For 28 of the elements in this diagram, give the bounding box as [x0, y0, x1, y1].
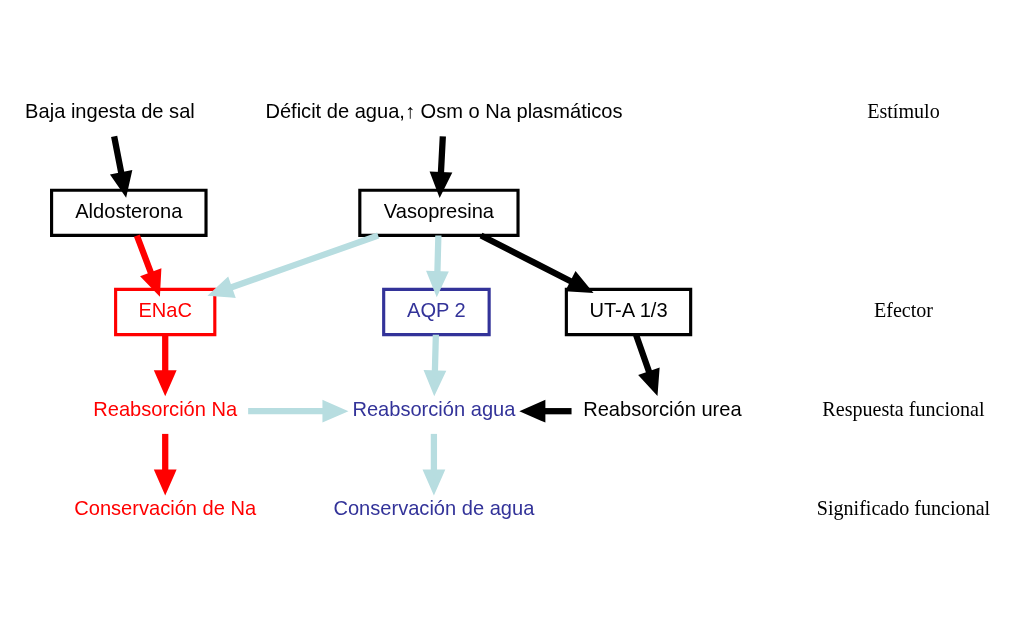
node-text: Reabsorción agua	[352, 397, 516, 420]
arrow	[133, 234, 162, 297]
arrow	[153, 433, 177, 496]
node-text: Conservación de agua	[333, 497, 535, 520]
node-box: Vasopresina	[358, 188, 520, 237]
label: Respuesta funcional	[822, 397, 985, 420]
arrow	[426, 235, 449, 298]
arrow	[423, 334, 447, 397]
node-box: ENaC	[114, 287, 217, 337]
arrow	[519, 399, 572, 423]
node-text: Reabsorción Na	[93, 397, 238, 420]
arrow	[422, 433, 446, 496]
arrow	[479, 232, 594, 293]
label: Significado funcional	[816, 497, 991, 520]
arrow	[633, 333, 660, 396]
arrow	[109, 135, 133, 198]
node-box: AQP 2	[382, 287, 491, 337]
node-box: Aldosterona	[50, 188, 208, 237]
label: Estímulo	[867, 100, 940, 123]
arrow	[207, 232, 380, 298]
arrow	[429, 136, 453, 198]
node-text: Baja ingesta de sal	[25, 100, 195, 123]
node-box: UT-A 1/3	[564, 287, 693, 337]
node-text: Reabsorción urea	[583, 397, 742, 420]
arrow	[153, 334, 177, 397]
label: Efector	[873, 298, 934, 321]
node-text: Déficit de agua,↑ Osm o Na plasmáticos	[265, 100, 623, 123]
node-text: Conservación de Na	[74, 497, 257, 520]
